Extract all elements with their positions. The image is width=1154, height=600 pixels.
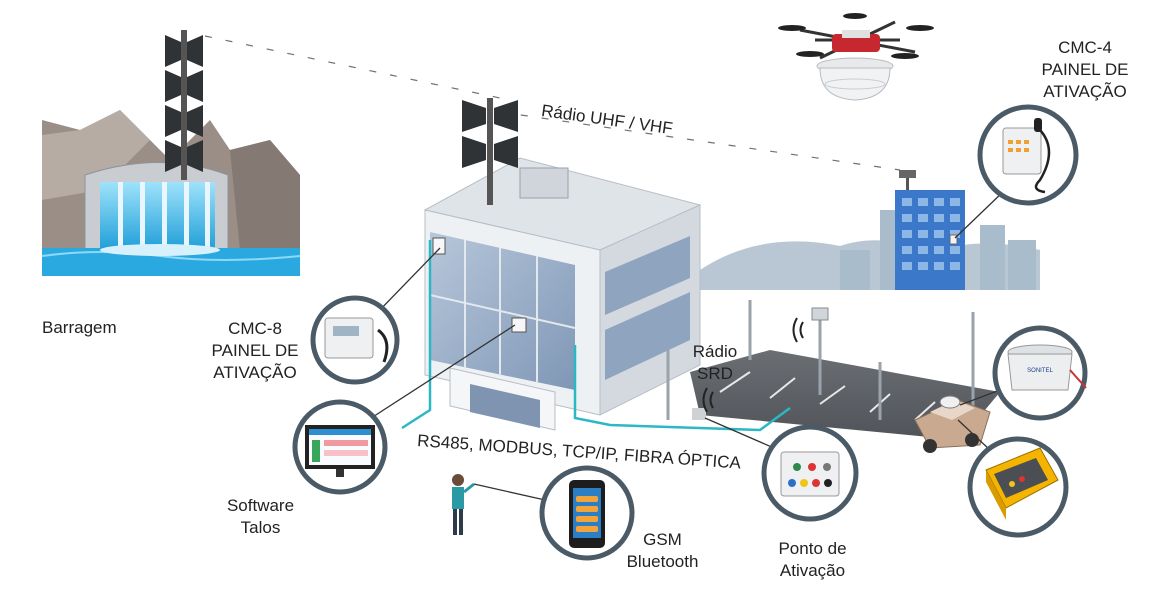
label-cmc8: CMC-8 PAINEL DE ATIVAÇÃO xyxy=(211,319,299,382)
cmc4-panel-callout xyxy=(977,104,1079,206)
label-ponto-ativacao: Ponto de Ativação xyxy=(778,539,847,580)
radio-link-lines xyxy=(204,35,901,171)
label-gsm-bluetooth: GSM Bluetooth xyxy=(626,530,699,571)
control-building xyxy=(423,150,702,431)
gsm-phone-callout xyxy=(539,465,635,561)
label-barragem: Barragem xyxy=(42,318,117,337)
city-skyline xyxy=(700,170,1040,290)
building-siren-tower xyxy=(462,98,518,168)
drone-siren xyxy=(778,13,934,101)
activation-point-callout xyxy=(761,424,859,522)
dam-illustration xyxy=(41,110,301,276)
label-cmc4: CMC-4 PAINEL DE ATIVAÇÃO xyxy=(1041,38,1129,101)
wireless-signal-icon xyxy=(702,317,804,413)
person-with-phone xyxy=(452,474,475,535)
dam-siren-tower xyxy=(165,30,203,180)
portable-case-callout xyxy=(967,436,1069,538)
label-radio-srd: Rádio SRD xyxy=(692,342,738,383)
siren-unit-callout: SONITEL xyxy=(992,325,1088,421)
siren-brand-label: SONITEL xyxy=(1027,368,1053,374)
network-cable xyxy=(401,240,791,432)
software-talos-callout xyxy=(292,399,388,495)
label-software-talos: Software Talos xyxy=(226,496,295,537)
cmc8-panel-callout xyxy=(310,295,400,385)
car-with-siren xyxy=(914,395,991,453)
